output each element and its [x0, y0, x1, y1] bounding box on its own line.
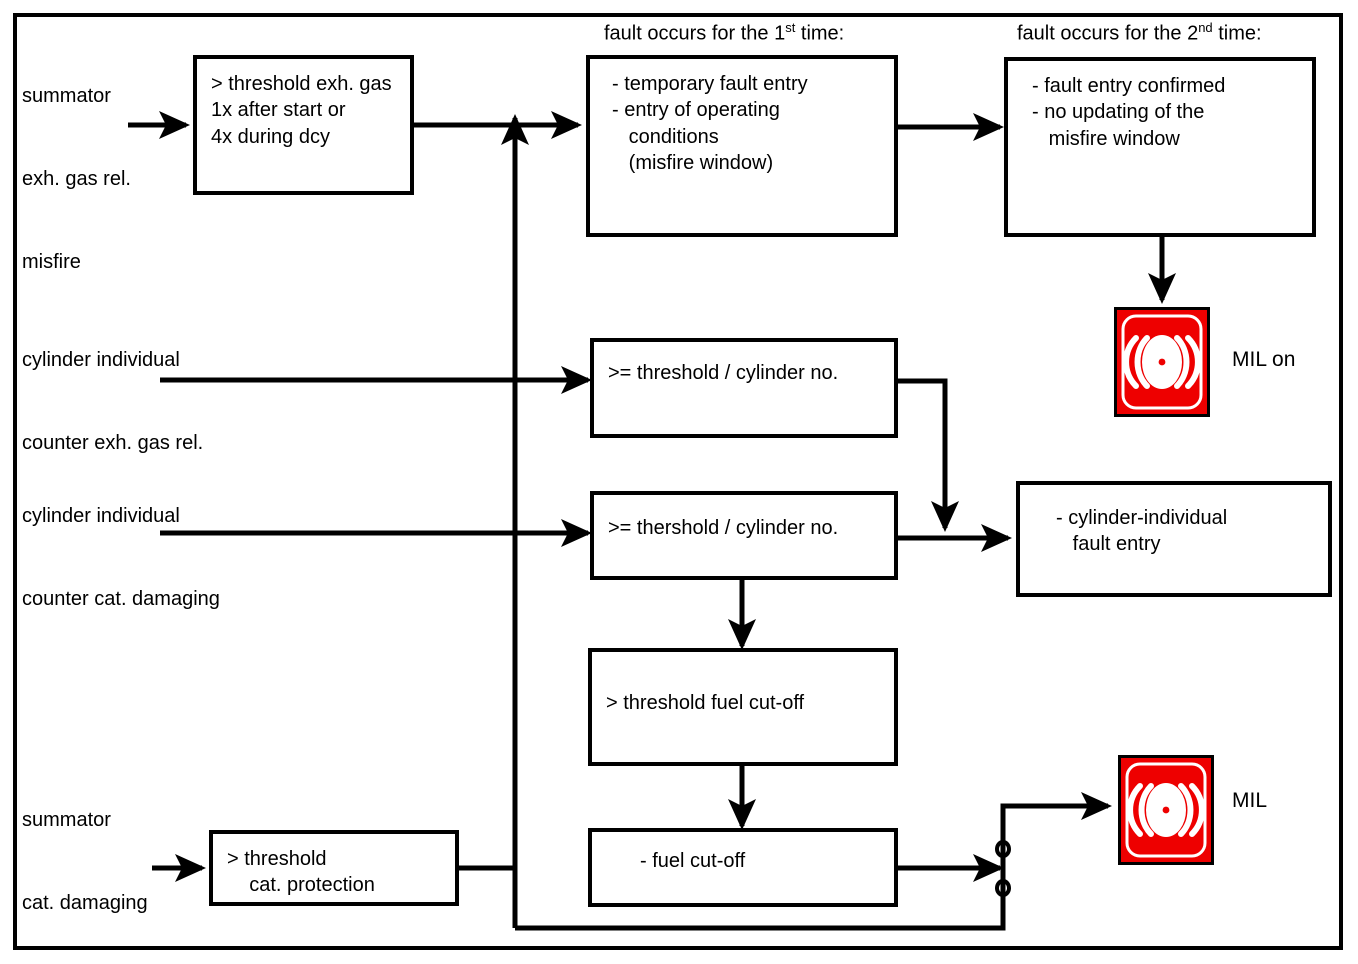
caption-second-fault-prefix: fault occurs for the 2 [1017, 22, 1199, 45]
input-label-line: misfire [22, 250, 81, 273]
mil-lamp-icon [1114, 307, 1210, 417]
box-thershold-cylinder-no-2[interactable]: >= thershold / cylinder no. [590, 491, 898, 580]
box-line: - cylinder-individual [1056, 507, 1228, 529]
mil-lamp-icon [1118, 755, 1214, 865]
input-label-line: summator [22, 85, 111, 108]
box-line: cat. protection [227, 874, 375, 897]
input-summator-exh-gas-label: summator exh. gas rel. misfire [22, 28, 131, 332]
caption-first-fault-suffix: time: [795, 22, 845, 45]
box-line: > threshold exh. gas [211, 73, 392, 95]
box-line: - fault entry confirmed [1032, 75, 1226, 97]
box-line: > threshold [227, 848, 327, 870]
box-threshold-cylinder-no-1[interactable]: >= threshold / cylinder no. [590, 338, 898, 438]
box-line: 1x after start or [211, 99, 346, 122]
box-fault-entry-confirmed[interactable]: - fault entry confirmed - no updating of… [1004, 57, 1316, 237]
junction-contacts [995, 840, 1011, 897]
mil-on-label: MIL on [1232, 348, 1296, 371]
caption-first-fault: fault occurs for the 1st time: [604, 20, 844, 46]
box-threshold-fuel-cut-off[interactable]: > threshold fuel cut-off [588, 648, 898, 766]
arrow-junction-up-to-mil [1000, 791, 1112, 868]
caption-second-fault: fault occurs for the 2nd time: [1017, 20, 1262, 46]
box-threshold-cat-protection[interactable]: > threshold cat. protection [209, 830, 459, 906]
input-label-line: counter exh. gas rel. [22, 431, 204, 454]
arrow-threshold-1-down-to-fault-entry [898, 378, 960, 532]
box-line: fault entry [1056, 533, 1161, 556]
feedback-line-bottom [515, 868, 1006, 931]
box-line: - fuel cut-off [640, 850, 746, 872]
box-cylinder-individual-fault-entry[interactable]: - cylinder-individual fault entry [1016, 481, 1332, 597]
junction-dot-lower [995, 879, 1011, 897]
input-summator-cat-damaging-label: summator cat. damaging misfire fzkats [22, 752, 148, 964]
box-line: - no updating of the [1032, 101, 1205, 124]
box-line: > threshold fuel cut-off [606, 692, 805, 714]
box-line: 4x during dcy [211, 125, 330, 148]
box-threshold-exh-gas[interactable]: > threshold exh. gas 1x after start or 4… [193, 55, 414, 195]
input-label-line: cat. damaging [22, 891, 148, 914]
mil-label: MIL [1232, 789, 1268, 812]
input-label-line: summator [22, 809, 111, 832]
input-cyl-counter-exh-gas-label: cylinder individual counter exh. gas rel… [22, 292, 203, 513]
box-line: >= thershold / cylinder no. [608, 517, 839, 539]
input-label-line: exh. gas rel. [22, 167, 131, 190]
mil-on-indicator [1114, 307, 1210, 422]
box-line: >= threshold / cylinder no. [608, 362, 839, 384]
box-temporary-fault-entry[interactable]: - temporary fault entry - entry of opera… [586, 55, 898, 237]
mil-indicator [1118, 755, 1214, 870]
box-line: misfire window [1032, 127, 1180, 150]
caption-second-fault-suffix: time: [1212, 22, 1262, 45]
box-line: - temporary fault entry [612, 73, 808, 95]
caption-first-fault-sup: st [785, 20, 796, 35]
diagram-outer-frame [13, 13, 1343, 950]
input-cyl-counter-cat-damaging-label: cylinder individual counter cat. damagin… [22, 448, 220, 669]
junction-dot-upper [995, 840, 1011, 858]
input-label-line: cylinder individual [22, 505, 180, 528]
caption-first-fault-prefix: fault occurs for the 1 [604, 22, 786, 45]
box-line: (misfire window) [612, 152, 774, 175]
input-label-line: counter cat. damaging [22, 587, 220, 610]
box-fuel-cut-off[interactable]: - fuel cut-off [588, 828, 898, 907]
box-line: conditions [612, 125, 719, 148]
caption-second-fault-sup: nd [1198, 20, 1213, 35]
box-line: - entry of operating [612, 99, 780, 122]
input-label-line: cylinder individual [22, 349, 180, 372]
